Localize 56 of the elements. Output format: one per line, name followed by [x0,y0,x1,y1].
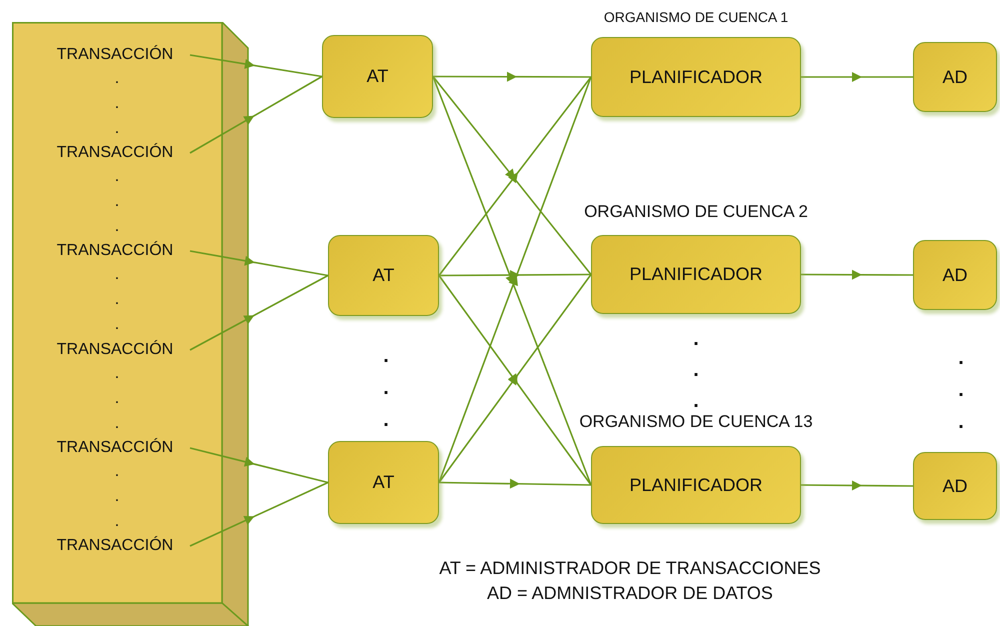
ellipsis-dot: . [114,168,120,186]
ellipsis-dot: . [693,359,699,381]
planner-box: PLANIFICADOR [591,235,801,314]
ellipsis-dot: . [114,463,120,481]
ellipsis-dot: . [114,218,120,236]
arrow [190,76,322,154]
process-box: AD [913,452,997,520]
ellipsis-dot: . [693,390,699,412]
ellipsis-dot: . [958,379,964,401]
ellipsis-dot: . [114,415,120,433]
abbreviation-note: AT = ADMINISTRADOR DE TRANSACCIONES [439,559,821,579]
ellipsis-dot: . [383,377,389,399]
arrow [433,72,591,82]
ellipsis-dot: . [114,95,120,113]
arrow [190,274,328,351]
arrow [190,482,328,547]
transaction-label: TRANSACCIÓN [40,438,190,458]
process-box: AT [322,35,433,118]
planner-box: PLANIFICADOR [591,37,801,117]
basin-heading: ORGANISMO DE CUENCA 2 [584,202,808,222]
transaction-label: TRANSACCIÓN [40,45,190,65]
ellipsis-dot: . [114,266,120,284]
ellipsis-dot: . [114,390,120,408]
basin-heading: ORGANISMO DE CUENCA 13 [579,412,813,432]
transaction-label: TRANSACCIÓN [40,241,190,261]
transaction-label: TRANSACCIÓN [40,143,190,163]
ellipsis-dot: . [114,513,120,531]
ellipsis-dot: . [383,409,389,431]
ellipsis-dot: . [958,411,964,433]
ellipsis-dot: . [693,328,699,350]
arrow [801,480,913,490]
ellipsis-dot: . [114,488,120,506]
arrow [439,270,591,280]
arrow [190,54,322,78]
ellipsis-dot: . [114,193,120,211]
transaction-label: TRANSACCIÓN [40,536,190,556]
ellipsis-dot: . [958,347,964,369]
ellipsis-dot: . [114,365,120,383]
transaction-label: TRANSACCIÓN [40,340,190,360]
planner-box: PLANIFICADOR [591,446,801,524]
process-box: AD [913,240,997,310]
arrow [438,478,592,489]
arrow [801,72,913,82]
ellipsis-dot: . [383,345,389,367]
ellipsis-dot: . [114,120,120,138]
basin-heading: ORGANISMO DE CUENCA 1 [604,9,788,25]
process-box: AT [328,441,439,524]
ellipsis-dot: . [114,316,120,334]
arrow [190,447,328,484]
ellipsis-dot: . [114,291,120,309]
abbreviation-note: AD = ADMNISTRADOR DE DATOS [487,584,773,604]
ellipsis-dot: . [114,70,120,88]
process-box: AT [328,235,439,316]
process-box: AD [913,42,997,112]
arrow [190,250,328,276]
arrow [801,270,913,280]
